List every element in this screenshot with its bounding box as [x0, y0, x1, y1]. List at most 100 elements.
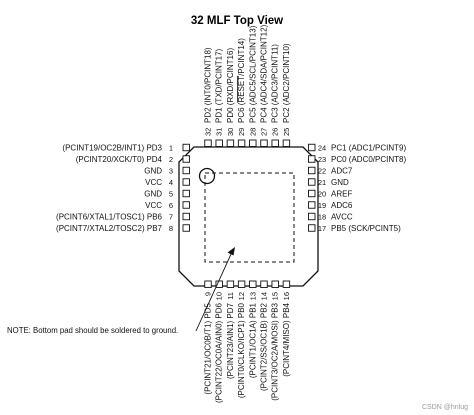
pin-label: (PCINT20/XCK/T0) PD4	[76, 155, 163, 164]
pin-pad	[308, 224, 316, 232]
pin-label: PD0 (RXD/PCINT16)	[226, 48, 235, 123]
pin-number: 26	[271, 128, 280, 136]
pin-label: (PCINT7/XTAL2/TOSC2) PB7	[56, 224, 163, 233]
pin-label: AVCC	[331, 213, 353, 222]
pin-number: 21	[318, 178, 326, 187]
pin-label: (PCINT21/OC0B/T1) PD5	[204, 302, 213, 394]
exposed-pad-outline	[204, 172, 295, 263]
diagram-title: 32 MLF Top View	[191, 15, 283, 27]
pin-label: (PCINT3/OC2A/MOSI) PB3	[271, 302, 280, 400]
pin-number: 14	[260, 292, 269, 300]
pin-number: 6	[169, 201, 173, 210]
pin-label: AREF	[331, 190, 352, 199]
pin-number: 11	[226, 292, 235, 300]
pin-number: 20	[318, 190, 326, 199]
pin-pad	[308, 189, 316, 198]
watermark: CSDN @hnlug	[422, 404, 468, 411]
pin-label: (PCINT22/OC0A/AIN0) PD6	[215, 302, 224, 403]
pin-number: 13	[248, 292, 257, 300]
pin-label: PD1 (TXD/PCINT17)	[215, 48, 224, 123]
pin-number: 22	[318, 167, 326, 176]
pin-pad	[308, 166, 316, 175]
chip-package	[178, 146, 319, 287]
pin-number: 30	[226, 128, 235, 136]
pin-label: ADC6	[331, 201, 353, 210]
pin-label: PC1 (ADC1/PCINT9)	[331, 144, 406, 153]
pin-pad	[271, 280, 279, 288]
pin-pad	[308, 201, 316, 209]
pin-pad	[237, 280, 246, 288]
pin-number: 24	[318, 144, 326, 153]
pin-pad	[204, 280, 212, 288]
pin-number: 10	[215, 292, 224, 300]
pin-label: GND	[144, 190, 162, 199]
pin-label: PD2 (INT0/PCINT18)	[204, 47, 213, 123]
pin-number: 31	[215, 128, 224, 136]
pin-pad	[182, 201, 190, 209]
pin-number: 28	[248, 128, 257, 136]
pin-number: 23	[318, 155, 326, 164]
pin-pad	[204, 139, 212, 147]
pin-pad	[282, 280, 291, 288]
pin-label: (PCINT2/SS/OC1B) PB2	[260, 302, 269, 391]
pin-number: 16	[282, 292, 291, 300]
note-leader-line	[195, 251, 233, 332]
pin-label: ADC7	[331, 167, 353, 176]
pin-pad	[182, 143, 190, 152]
pin-number: 5	[169, 190, 173, 199]
pin-label: PC5 (ADC5/SCL/PCINT13)	[248, 25, 257, 123]
pin-pad	[271, 139, 279, 147]
pin-pad	[308, 143, 316, 152]
pin-number: 17	[318, 224, 326, 233]
pin-pad	[308, 178, 316, 186]
pin-number: 3	[169, 167, 173, 176]
pin-label: (PCINT6/XTAL1/TOSC1) PB6	[56, 213, 163, 222]
pin-number: 27	[260, 128, 269, 136]
pin-label: PC4 (ADC4/SDA/PCINT12)	[260, 24, 269, 123]
pin-pad	[182, 178, 190, 186]
pin-pad	[182, 189, 190, 198]
pin-label: (PCINT4/MISO) PB4	[282, 302, 291, 376]
pin-pad	[260, 139, 268, 147]
pin-pad	[249, 280, 257, 288]
pin-number: 8	[169, 224, 173, 233]
pin-label: GND	[331, 178, 349, 187]
pin-label: (PCINT23/AIN1) PD7	[226, 302, 235, 379]
top-pin-group: 32 PD2 (INT0/PCINT18)31 PD1 (TXD/PCINT17)3…	[204, 24, 291, 147]
pin-number: 29	[237, 128, 246, 136]
left-pin-group: 1 (PCINT19/OC2B/INT1) PD3 2 (PCINT20/XCK/T0…	[56, 143, 190, 233]
pin-label: PB5 (SCK/PCINT5)	[331, 224, 401, 233]
pin-pad	[226, 280, 235, 288]
pin-pad	[182, 212, 190, 221]
note-text: NOTE: Bottom pad should be soldered to g…	[7, 326, 178, 335]
pin-label: GND	[144, 167, 162, 176]
pin-label: PC0 (ADC0/PCINT8)	[331, 155, 406, 164]
pin-number: 15	[271, 292, 280, 300]
pin-pad	[282, 139, 291, 147]
pin-number: 4	[169, 178, 173, 187]
pin-label: VCC	[145, 201, 162, 210]
pin-label: PC2 (ADC2/PCINT10)	[282, 43, 291, 123]
pin-number: 1	[169, 144, 173, 153]
pin-number: 25	[282, 128, 291, 136]
note-arrowhead	[227, 247, 235, 256]
pin-pad	[249, 139, 257, 147]
pin-label: (PCINT19/OC2B/INT1) PD3	[62, 144, 162, 153]
pin-pad	[226, 139, 235, 147]
pin-number: 7	[169, 213, 173, 222]
pin1-marker	[198, 167, 216, 185]
pin-pad	[215, 139, 223, 147]
pin-label: (PCINT1/OC1A) PB1	[248, 302, 257, 378]
pin-number: 19	[318, 201, 326, 210]
pin-label: PC6 (RESET/PCINT14)	[237, 38, 246, 123]
bottom-pin-group: 9(PCINT21/OC0B/T1) PD510(PCINT22/OC0A/AI…	[204, 280, 291, 403]
pin-pad	[308, 212, 316, 221]
pin-number: 32	[204, 128, 213, 136]
pin-pad	[182, 224, 190, 232]
pin-label: VCC	[145, 178, 162, 187]
pin-number: 2	[169, 155, 173, 164]
pin-pad	[237, 139, 246, 147]
pin-pad	[260, 280, 268, 288]
pin-pad	[182, 155, 190, 163]
